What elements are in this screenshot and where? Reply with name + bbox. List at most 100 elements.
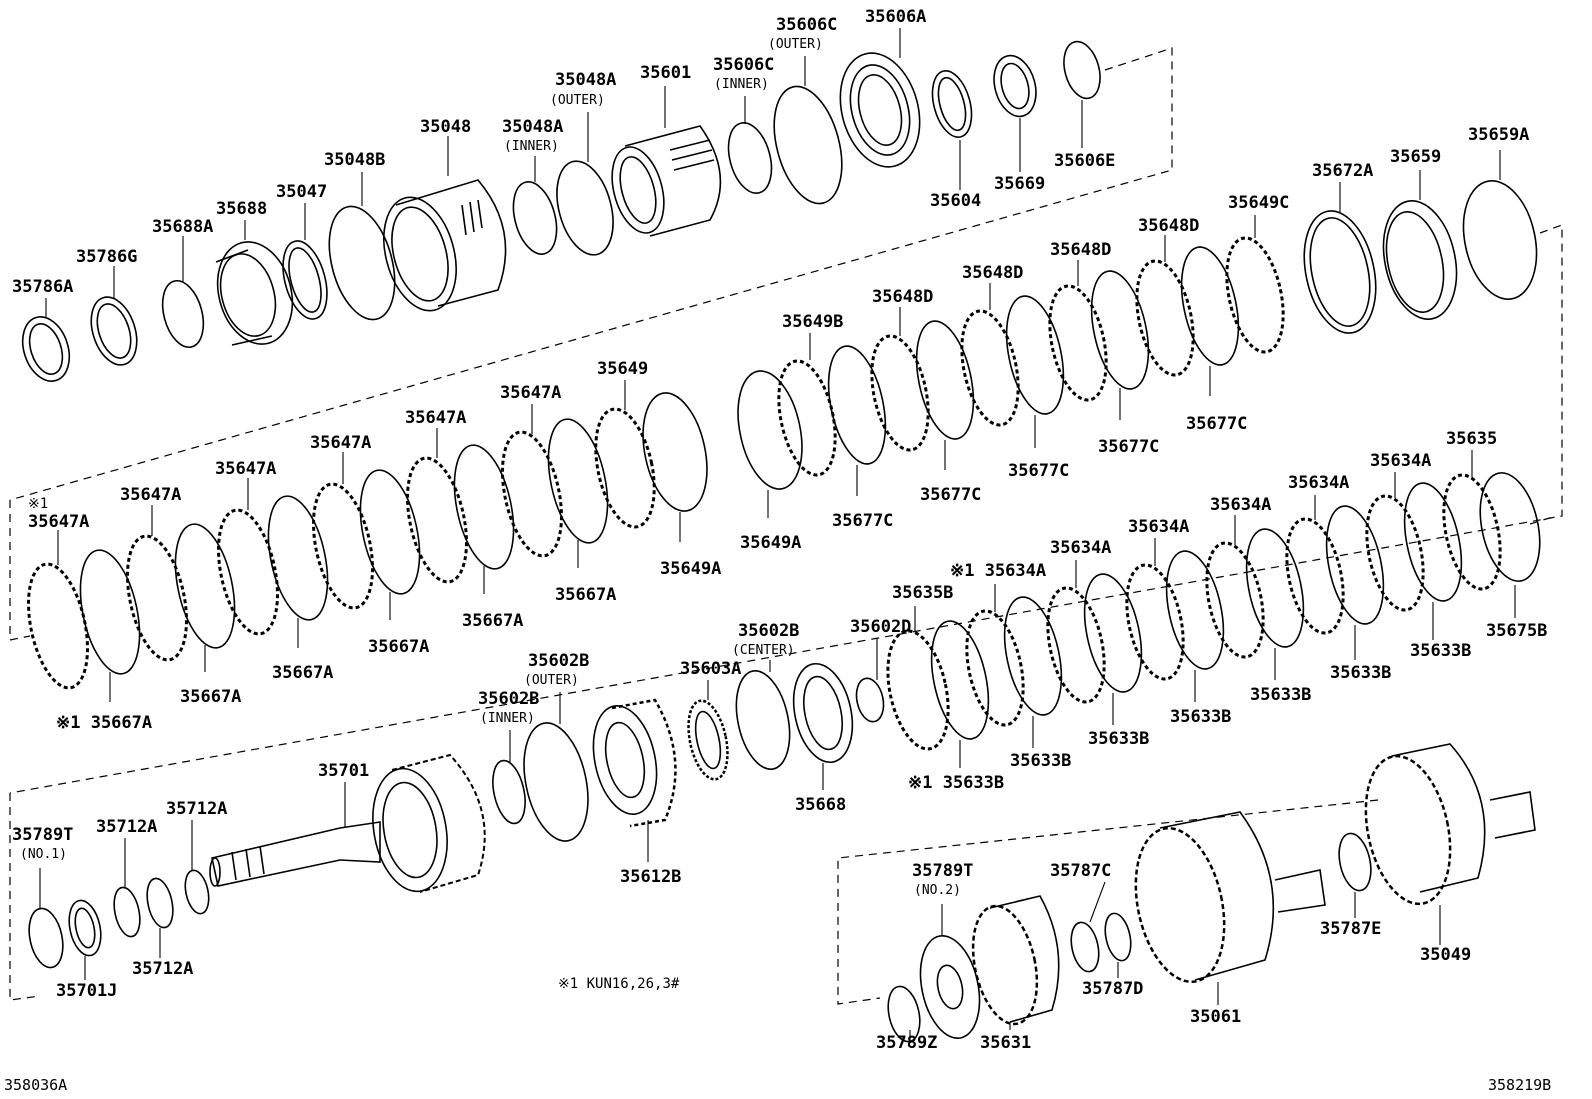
- label-35649B: 35649B: [782, 312, 843, 332]
- part-35602B-inner: [492, 759, 526, 825]
- label-35688: 35688: [216, 199, 267, 219]
- label-35647A-6: 35647A: [500, 383, 561, 403]
- part-35648D-4: [1135, 259, 1195, 377]
- label-35633B-7: 35633B: [1410, 641, 1471, 661]
- label-35701: 35701: [318, 761, 369, 781]
- part-35789T-no1: [28, 907, 64, 969]
- part-35688A: [161, 279, 205, 349]
- outline-row-2: [9, 224, 1563, 794]
- label-35602B-center: 35602B: [738, 621, 799, 641]
- part-35635B: [886, 629, 950, 751]
- part-35606A: [839, 52, 921, 168]
- qualifier-center-35602B: (CENTER): [732, 643, 795, 658]
- label-35789T-no1: 35789T: [12, 825, 73, 845]
- outline-row-1: [9, 47, 1173, 501]
- part-35634A-3: [1125, 563, 1185, 681]
- qualifier-no1-35789T: (NO.1): [20, 847, 67, 862]
- label-35659: 35659: [1390, 147, 1441, 167]
- qualifier-outer-35606C: (OUTER): [768, 37, 823, 52]
- part-35048: [383, 179, 507, 312]
- label-35786A: 35786A: [12, 277, 73, 297]
- label-35602B-inner: 35602B: [478, 689, 539, 709]
- part-35606C-inner: [727, 122, 773, 194]
- row-4-parts: [28, 743, 1536, 1043]
- label-35633B-4: 35633B: [1170, 707, 1231, 727]
- label-35603A: 35603A: [680, 659, 741, 679]
- part-35631: [971, 895, 1060, 1026]
- part-35648D-3: [1048, 284, 1108, 402]
- outline-output-group: [837, 799, 1379, 1005]
- label-35659A: 35659A: [1468, 125, 1529, 145]
- label-35787E: 35787E: [1320, 919, 1381, 939]
- label-35649A-row2: 35649A: [660, 559, 721, 579]
- part-35701J: [68, 899, 102, 957]
- part-35634A-2: [1046, 586, 1106, 704]
- label-35667A-6: 35667A: [555, 585, 616, 605]
- part-35633B-7: [1403, 482, 1463, 602]
- part-35634A-1: [965, 609, 1025, 727]
- label-35667A-1: ※1 35667A: [56, 713, 152, 733]
- label-35667A-5: 35667A: [462, 611, 523, 631]
- qualifier-inner-35602B: (INNER): [480, 711, 535, 726]
- part-35606E: [1063, 40, 1101, 100]
- outline-row-4: [9, 793, 41, 1001]
- label-35634A-2: 35634A: [1050, 538, 1111, 558]
- label-35633B-5: 35633B: [1250, 685, 1311, 705]
- part-35712A-3: [184, 869, 210, 915]
- label-35667A-4: 35667A: [368, 637, 429, 657]
- part-35667A-1: [79, 549, 141, 675]
- qualifier-outer-35602B: (OUTER): [524, 673, 579, 688]
- part-35649A-left: [642, 392, 708, 512]
- part-35786G: [90, 296, 138, 366]
- label-35677C-4: 35677C: [1098, 437, 1159, 457]
- part-35048B: [328, 205, 396, 321]
- diagram-code-right: 358219B: [1488, 1076, 1551, 1094]
- label-35647A-3: 35647A: [215, 459, 276, 479]
- part-35647A-2: [126, 534, 188, 662]
- label-35677C-2: 35677C: [920, 485, 981, 505]
- label-35634A-4: 35634A: [1210, 495, 1271, 515]
- label-35633B-2: 35633B: [1010, 751, 1071, 771]
- label-35048: 35048: [420, 117, 471, 137]
- part-35712A-2: [146, 877, 174, 929]
- part-35049: [1364, 743, 1536, 906]
- label-35604: 35604: [930, 191, 981, 211]
- label-35633B-1: ※1 35633B: [908, 773, 1004, 793]
- label-35049: 35049: [1420, 945, 1471, 965]
- label-35786G: 35786G: [76, 247, 137, 267]
- footnote: ※1 KUN16,26,3#: [558, 976, 680, 992]
- part-35649A-right: [737, 370, 803, 490]
- label-35648D-3: 35648D: [1050, 240, 1111, 260]
- label-35634A-5: 35634A: [1288, 473, 1349, 493]
- row-1-parts: [21, 40, 1101, 382]
- label-35606C-inner: 35606C: [713, 55, 774, 75]
- part-35787C: [1070, 921, 1100, 973]
- part-35648D-2: [960, 309, 1020, 427]
- label-35048B: 35048B: [324, 150, 385, 170]
- part-35633B-4: [1165, 550, 1225, 670]
- part-35061: [1134, 811, 1326, 984]
- label-35787C: 35787C: [1050, 861, 1111, 881]
- part-35701: [209, 753, 486, 893]
- part-35667A-6: [547, 418, 609, 544]
- label-35048A-outer: 35048A: [555, 70, 616, 90]
- part-35669: [993, 54, 1037, 118]
- label-35602B-outer: 35602B: [528, 651, 589, 671]
- label-35789T-no2: 35789T: [912, 861, 973, 881]
- label-35701J: 35701J: [56, 981, 117, 1001]
- part-35677C-1: [827, 345, 887, 465]
- part-35667A-3: [267, 495, 329, 621]
- label-35648D-2: 35648D: [962, 263, 1023, 283]
- qualifier-inner-35048A: (INNER): [504, 139, 559, 154]
- part-35634A-6: [1365, 494, 1425, 612]
- part-35712A-1: [113, 886, 141, 938]
- part-35786A-inner: [28, 323, 64, 375]
- part-35603A: [687, 699, 729, 781]
- label-35606A: 35606A: [865, 7, 926, 27]
- label-35667A-2: 35667A: [180, 687, 241, 707]
- part-35677C-3: [1005, 295, 1065, 415]
- part-35612B: [592, 698, 677, 828]
- diagram-code-left: 358036A: [4, 1076, 67, 1094]
- part-35786A: [21, 316, 71, 382]
